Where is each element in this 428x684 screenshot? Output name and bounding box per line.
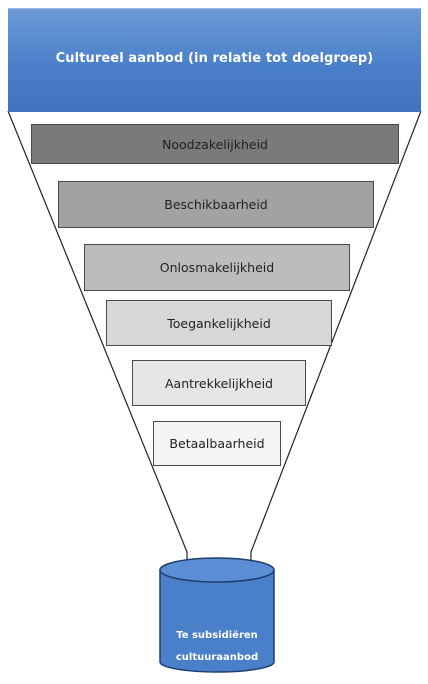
cylinder-icon — [159, 557, 275, 673]
level-label: Onlosmakelijkheid — [159, 260, 275, 275]
cylinder-label-line1: Te subsidiëren — [176, 630, 258, 641]
header-title: Cultureel aanbod (in relatie tot doelgro… — [55, 51, 374, 66]
level-toegankelijkheid: Toegankelijkheid — [106, 300, 332, 346]
level-label: Noodzakelijkheid — [162, 136, 268, 152]
level-noodzakelijkheid: Noodzakelijkheid — [31, 124, 399, 164]
level-betaalbaarheid: Betaalbaarheid — [153, 421, 281, 466]
level-label: Aantrekkelijkheid — [165, 375, 273, 391]
cylinder-label: Te subsidiëren cultuuraanbod — [160, 625, 274, 669]
level-onlosmakelijkheid: Onlosmakelijkheid — [84, 244, 350, 291]
level-label: Betaalbaarheid — [169, 436, 265, 451]
level-beschikbaarheid: Beschikbaarheid — [58, 181, 374, 228]
cylinder-label-line2: cultuuraanbod — [175, 652, 259, 663]
level-label: Toegankelijkheid — [167, 315, 271, 331]
level-label: Beschikbaarheid — [164, 197, 268, 212]
level-aantrekkelijkheid: Aantrekkelijkheid — [132, 360, 306, 406]
header-bar: Cultureel aanbod (in relatie tot doelgro… — [8, 8, 421, 112]
